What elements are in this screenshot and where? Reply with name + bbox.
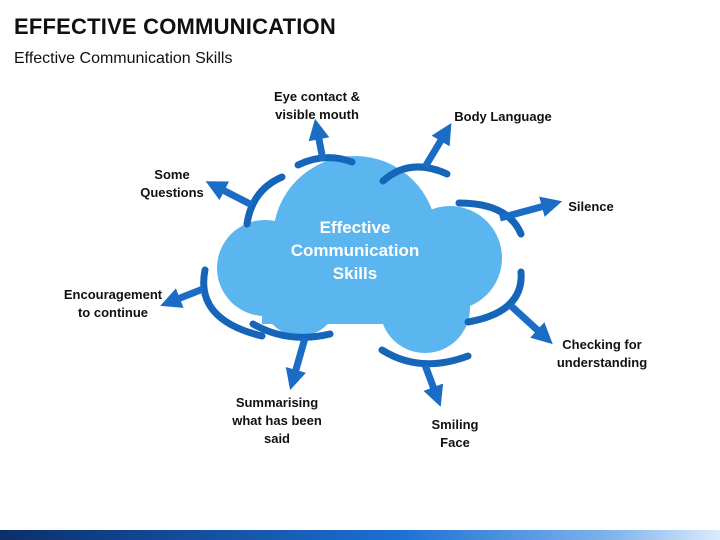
slide-title: EFFECTIVE COMMUNICATION [14,14,336,39]
arrow-some-questions [205,181,254,209]
arc-segment [243,173,286,228]
arrow-summarising [285,337,309,391]
arrow-body-language [421,122,452,169]
arc-segment [200,266,266,340]
arrow-smiling-face [421,363,444,407]
center-label: Effective Communication Skills [290,218,420,283]
arrow-encouragement [160,285,205,308]
label-some-questions: Some Questions [140,167,204,200]
slide-subtitle: Effective Communication Skills [14,50,233,67]
label-body-language: Body Language [454,109,552,124]
arc-segment [379,163,451,185]
label-encouragement: Encouragement to continue [63,287,163,320]
arc-segment [464,268,525,326]
label-eye-contact: Eye contact & visible mouth [274,89,360,122]
arc-segment [249,320,334,341]
center-cloud [217,156,502,353]
arrow-silence [499,196,563,222]
arc-segment [455,199,525,238]
arrow-eye-contact [308,118,330,161]
label-checking-understanding: Checking for understanding [556,337,648,370]
label-smiling-face: Smiling Face [431,417,479,450]
label-silence: Silence [568,199,614,214]
arc-segment [378,346,472,368]
arrow-checking [507,302,553,345]
label-summarising: Summarising what has been said [232,395,322,446]
footer-bar [0,530,720,540]
